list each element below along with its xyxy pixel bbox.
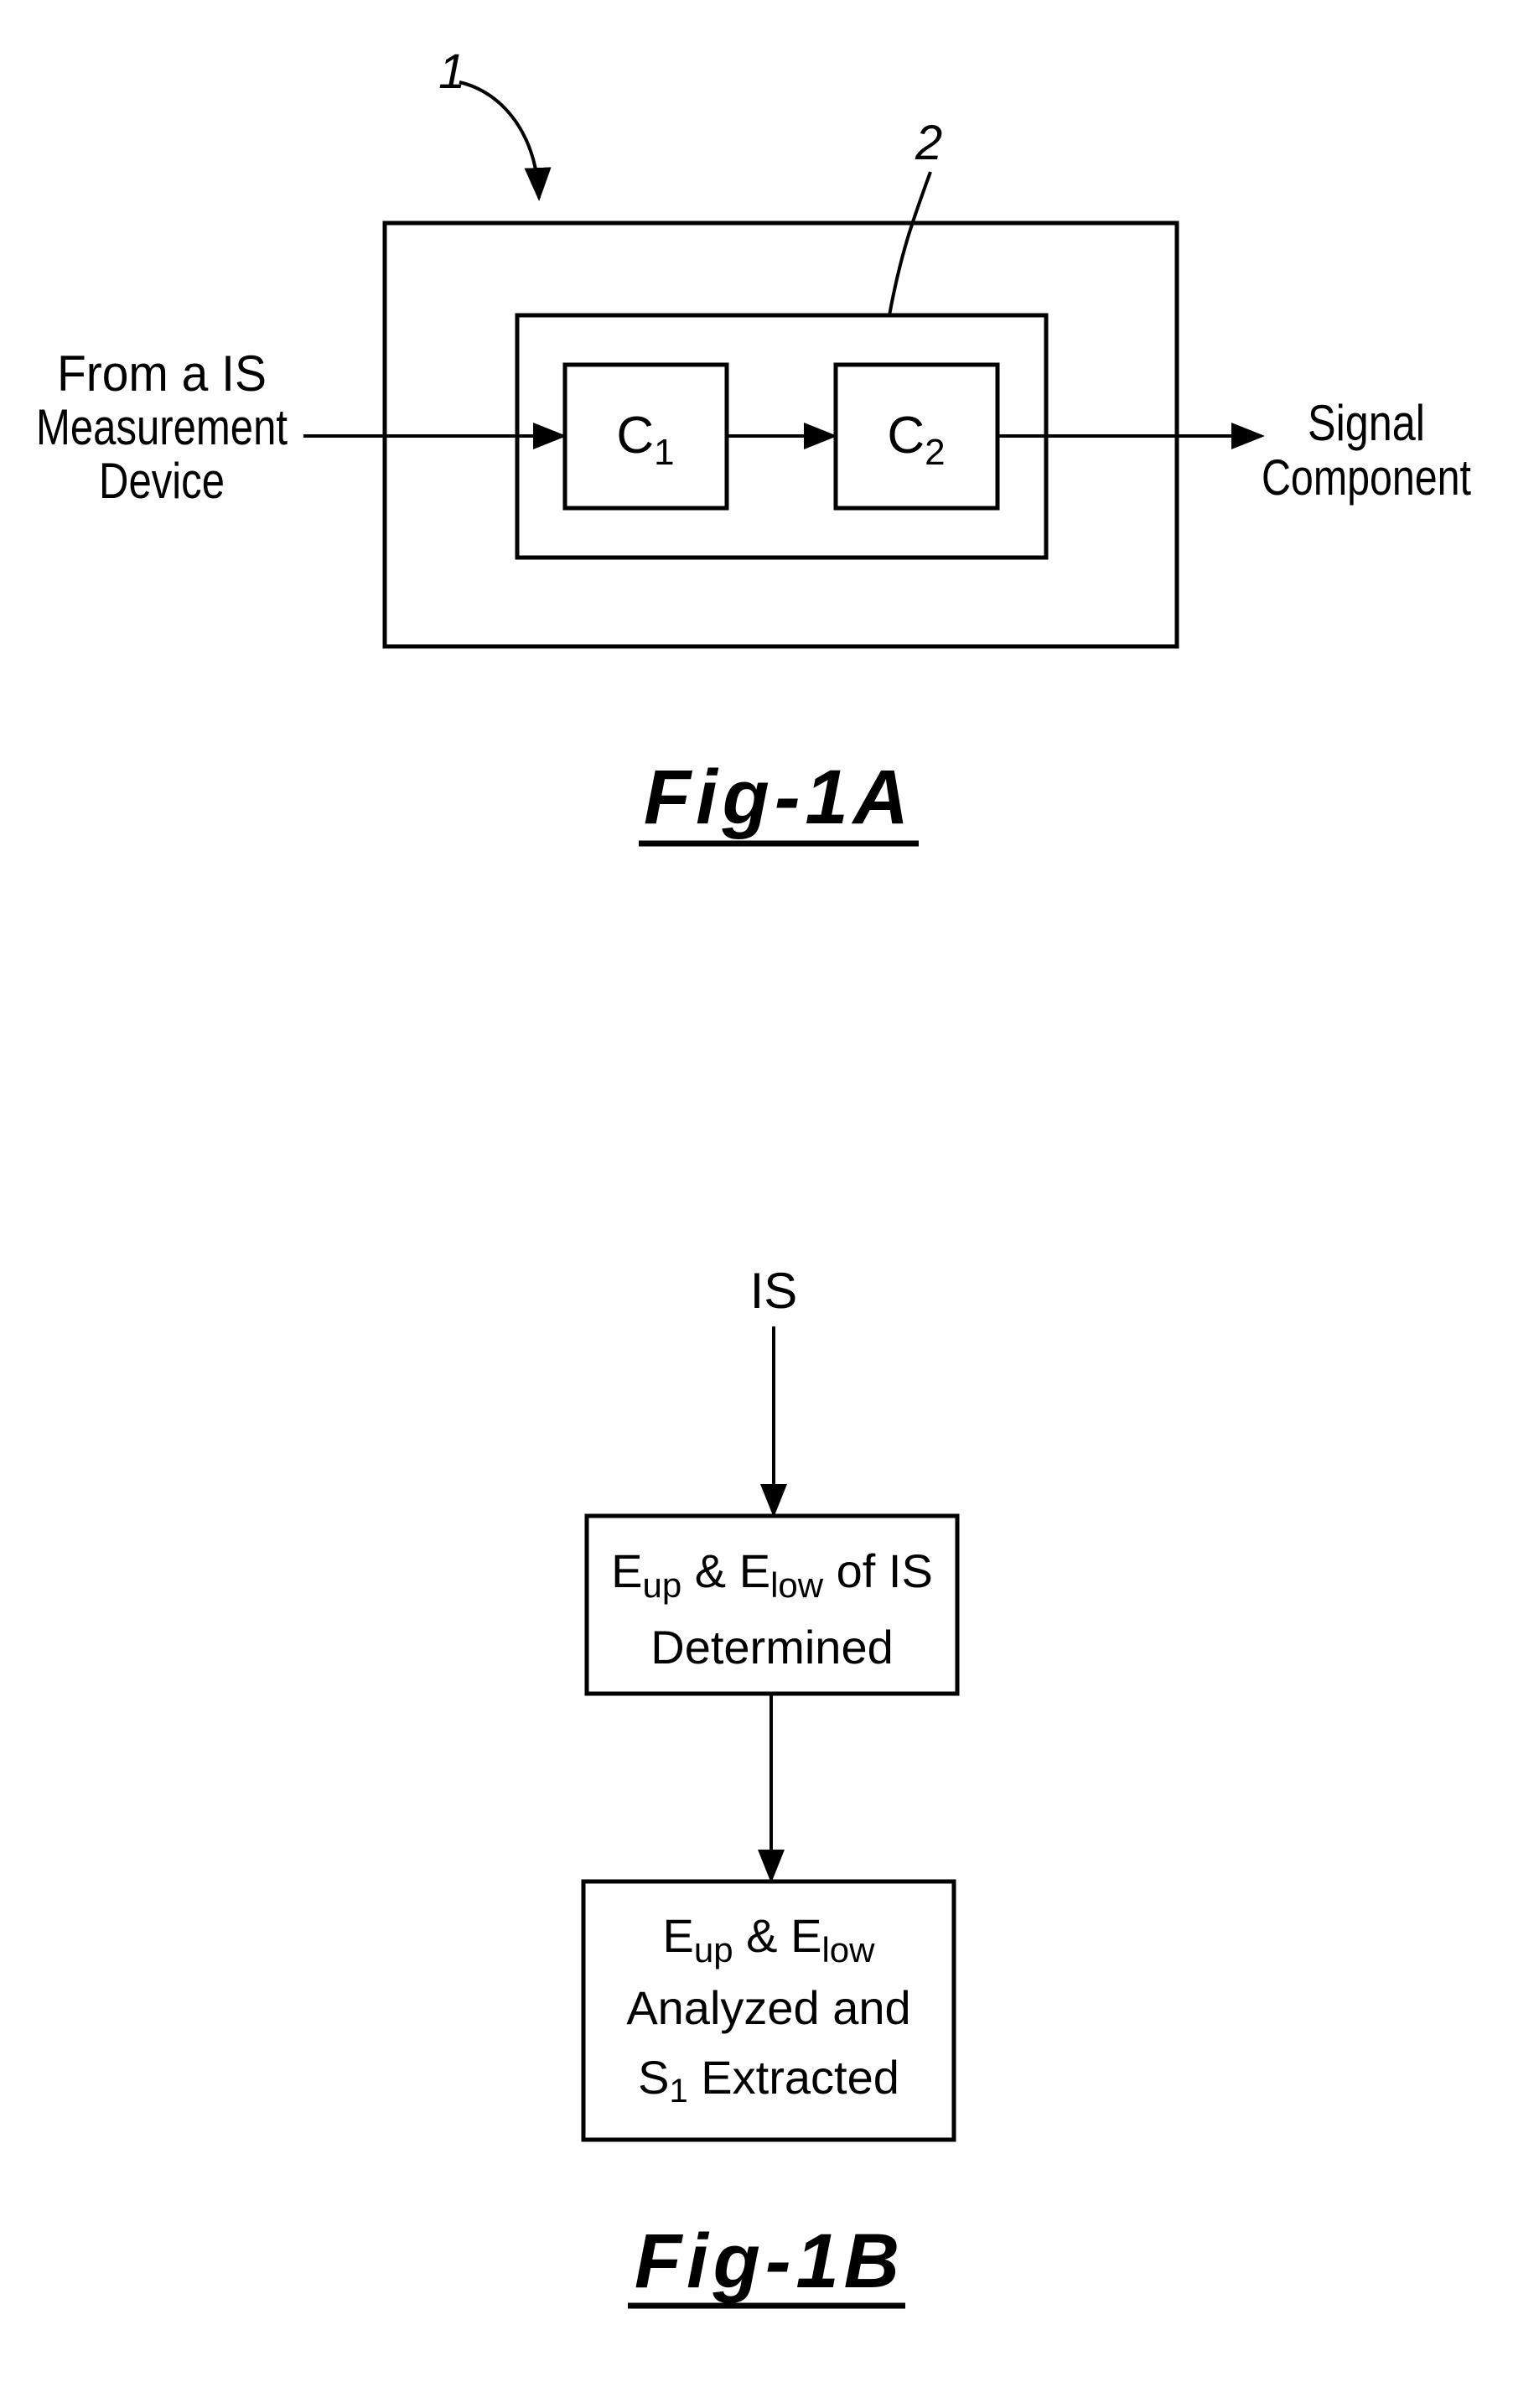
input-label-line: Device (99, 453, 225, 509)
step2-line1: Eup & Elow (663, 1909, 876, 1969)
input-signal-label: IS (750, 1263, 798, 1319)
reference-numeral-1: 1 (438, 44, 465, 99)
figure-caption-1a: Fig-1A (644, 755, 914, 840)
component-c1-label: C1 (616, 407, 674, 473)
reference-leader-2 (889, 172, 930, 315)
reference-numeral-2: 2 (915, 116, 942, 170)
step2-line3: S1 Extracted (638, 2051, 899, 2110)
reference-arrow-1 (459, 82, 539, 198)
figure-caption-1b: Fig-1B (635, 2219, 904, 2304)
input-label-line: Measurement (36, 399, 288, 455)
output-label: Signal Component (1262, 395, 1471, 506)
input-label: From a IS Measurement Device (36, 345, 288, 509)
output-label-line: Signal (1308, 395, 1425, 451)
figure-1b: IS Eup & Elow of IS Determined Eup & Elo… (583, 1263, 957, 2306)
component-c2-label: C2 (887, 407, 945, 473)
step1-line1: Eup & Elow of IS (611, 1544, 933, 1605)
input-label-line: From a IS (57, 345, 267, 402)
output-label-line: Component (1262, 449, 1471, 506)
figure-1a: 1 2 C1 C2 From a IS Measurement Device S… (36, 44, 1471, 843)
step2-line2: Analyzed and (626, 1981, 910, 2034)
step1-line2: Determined (650, 1621, 893, 1674)
